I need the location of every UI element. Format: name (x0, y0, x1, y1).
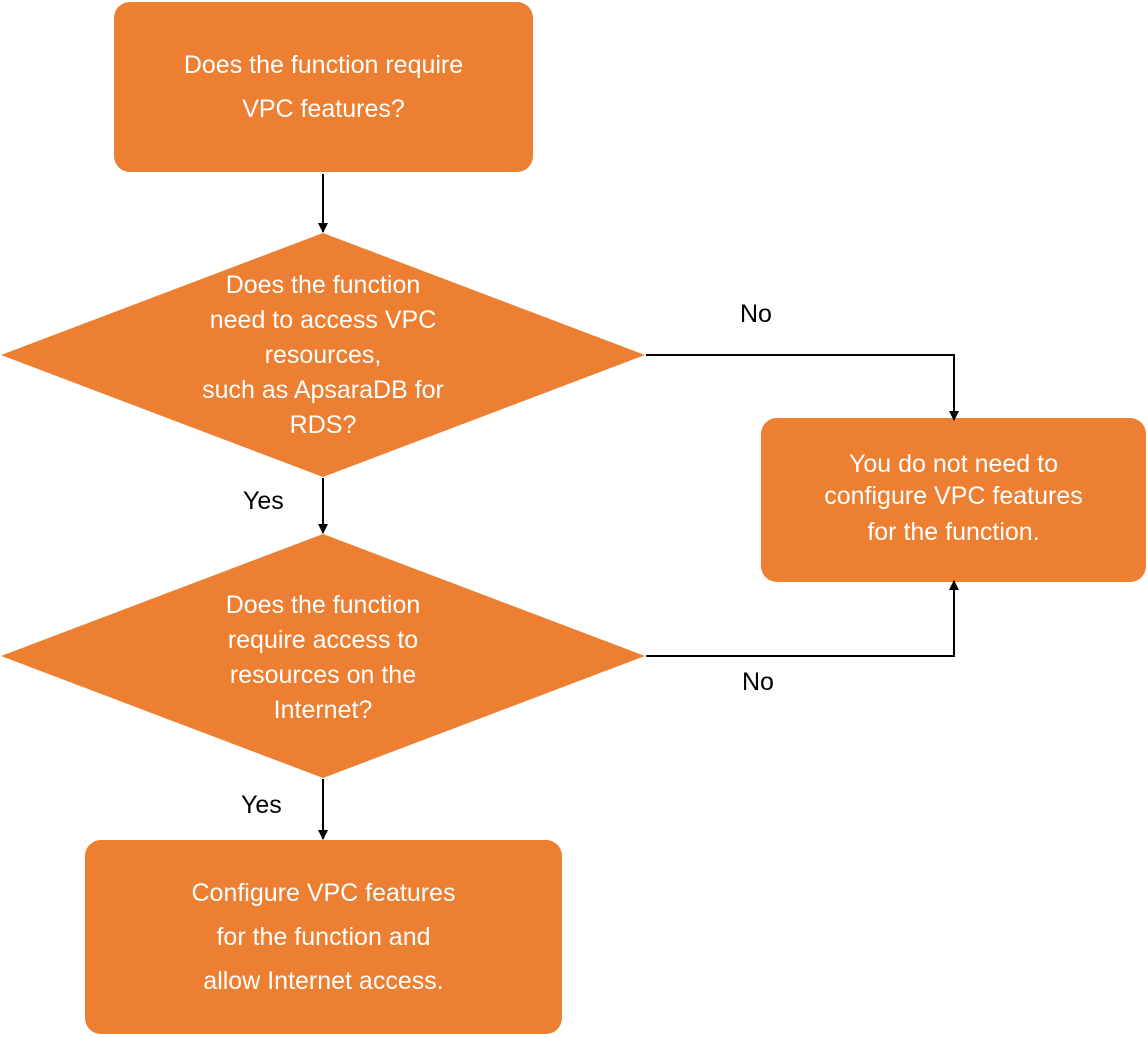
q1-line-4: such as ApsaraDB for (202, 375, 444, 404)
config-line-1: Configure VPC features (191, 879, 456, 907)
edge-vpc-question-no (646, 354, 959, 421)
q2-line-1: Does the function (225, 590, 421, 619)
no-vpc-node-text: You do not need to configure VPC feature… (761, 418, 1146, 582)
start-line-2: VPC features? (242, 95, 405, 123)
start-node-text: Does the function require VPC features? (114, 2, 533, 172)
q2-line-3: resources on the (229, 660, 417, 689)
q2-line-2: require access to (227, 625, 419, 654)
config-line-3: allow Internet access. (203, 967, 444, 995)
q1-line-5: RDS? (289, 410, 357, 439)
configure-vpc-node-text: Configure VPC features for the function … (85, 840, 562, 1034)
config-line-2: for the function and (216, 923, 431, 951)
no-vpc-node (761, 418, 1146, 582)
decision-internet-access (1, 534, 645, 778)
edge-label-internet-question-yes: Yes (241, 791, 282, 819)
q1-line-2: need to access VPC (209, 305, 437, 334)
q2-line-4: Internet? (273, 695, 373, 724)
no-vpc-line-2: configure VPC features (824, 482, 1083, 510)
edge-internet-question-no (646, 580, 959, 657)
decision-internet-access-text: Does the function require access to reso… (123, 585, 523, 730)
start-node (114, 2, 533, 172)
edge-label-internet-question-no: No (742, 668, 774, 696)
q1-line-1: Does the function (225, 270, 421, 299)
edge-label-vpc-question-yes: Yes (243, 487, 284, 515)
start-line-1: Does the function require (183, 51, 464, 79)
q1-line-3: resources, (264, 340, 382, 369)
decision-vpc-resources-text: Does the function need to access VPC res… (123, 265, 523, 445)
no-vpc-line-3: for the function. (867, 518, 1040, 546)
edge-label-vpc-question-no: No (740, 300, 772, 328)
no-vpc-line-1: You do not need to (849, 450, 1058, 478)
configure-vpc-node (85, 840, 562, 1034)
decision-vpc-resources (1, 233, 645, 477)
